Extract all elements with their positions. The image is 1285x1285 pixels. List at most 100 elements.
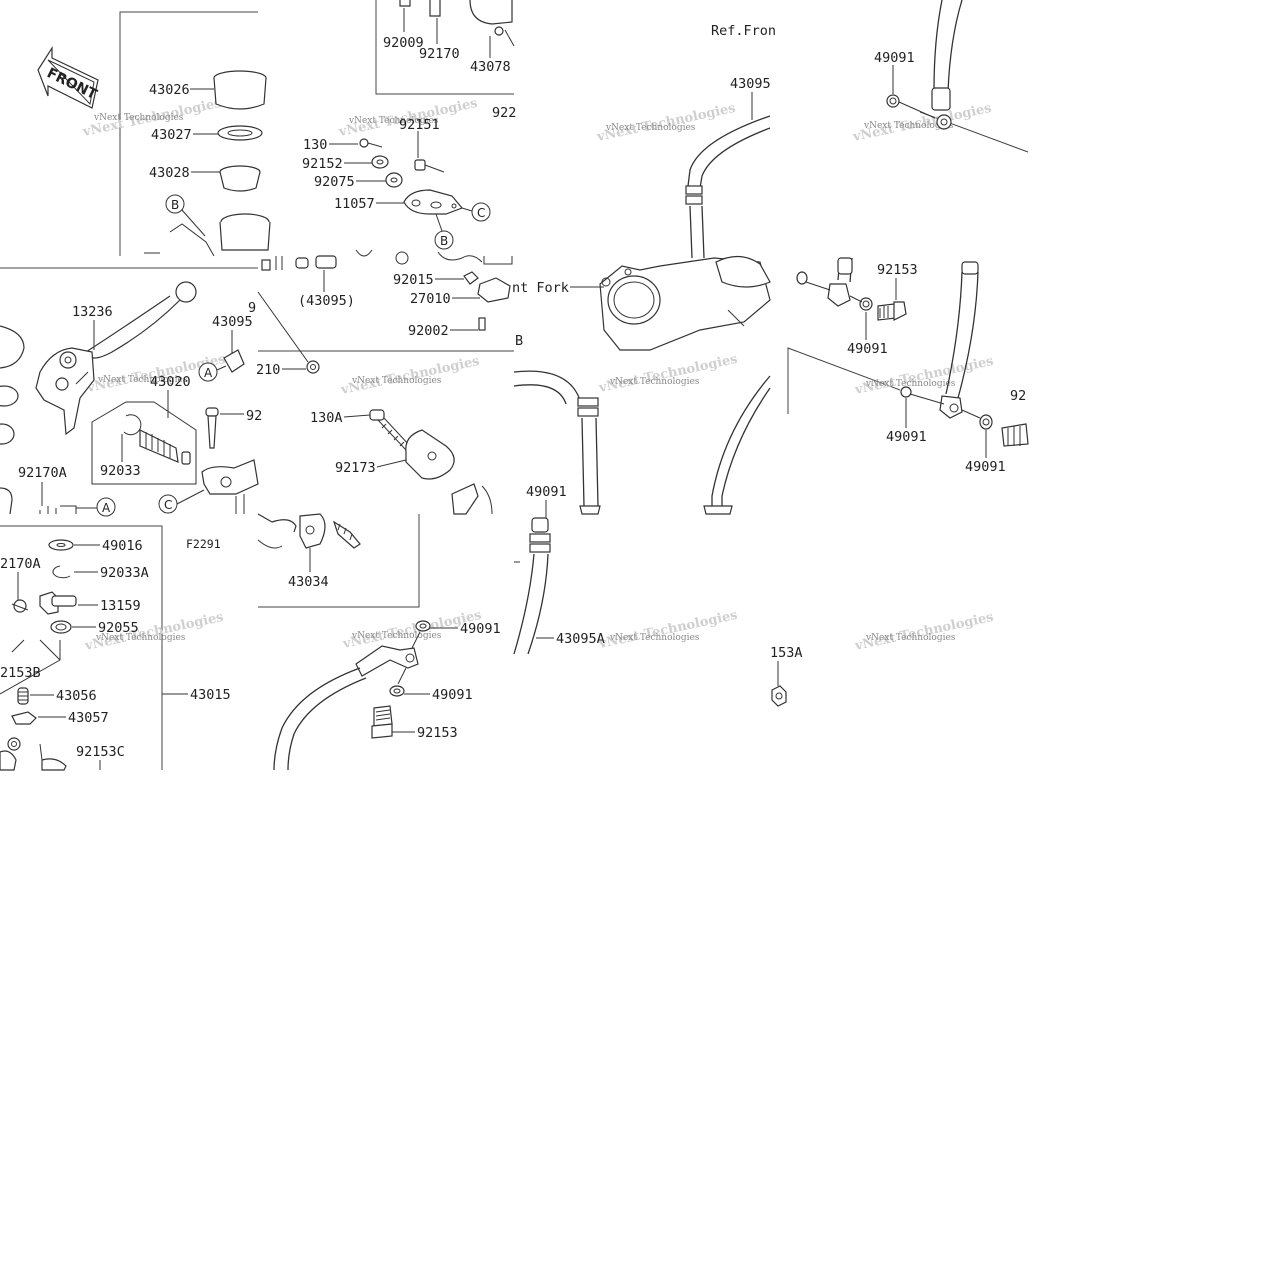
part-92-cut: 92 <box>246 408 262 424</box>
part-49091-r1: 49091 <box>847 341 888 357</box>
part-b-cut: B <box>515 333 523 349</box>
watermark: vNext Technologies <box>865 379 956 389</box>
tile5-parts: A C A <box>0 281 259 517</box>
watermarks: vNext Technologies vNext Technologies vN… <box>81 96 995 654</box>
watermark: vNext Technologies <box>95 633 186 643</box>
part-27010: 27010 <box>410 291 451 307</box>
front-badge: FRONT <box>37 45 100 109</box>
svg-text:vNext Technologies: vNext Technologies <box>597 608 739 652</box>
watermark: vNext Technologies <box>351 631 442 641</box>
part-49091-mid: 49091 <box>526 484 567 500</box>
watermark: vNext Technologies <box>609 633 700 643</box>
part-92015: 92015 <box>393 272 434 288</box>
svg-text:vNext Technologies: vNext Technologies <box>853 354 995 398</box>
part-92033: 92033 <box>100 463 141 479</box>
watermark: vNext Technologies <box>351 376 442 386</box>
part-92075: 92075 <box>314 174 355 190</box>
labels-tile9: 43034 49091 49091 92153 <box>288 548 501 741</box>
part-130: 130 <box>303 137 327 153</box>
part-13159: 13159 <box>100 598 141 614</box>
part-43056: 43056 <box>56 688 97 704</box>
watermark: vNext Technologies <box>863 121 954 131</box>
part-49091-a: 49091 <box>460 621 501 637</box>
part-92009: 92009 <box>383 35 424 51</box>
svg-text:vNext Technologies: vNext Technologies <box>597 352 739 396</box>
part-49091-r2: 49091 <box>886 429 927 445</box>
part-92153C: 92153C <box>76 744 125 760</box>
part-43027: 43027 <box>151 127 192 143</box>
ref-front-fork-mid: nt Fork <box>512 280 569 296</box>
tile8-parts <box>0 539 77 771</box>
part-210-cut: 210 <box>256 362 280 378</box>
part-43078: 43078 <box>470 59 511 75</box>
callout-b: B <box>440 234 448 248</box>
part-43095-paren: (43095) <box>298 293 355 309</box>
part-92173: 92173 <box>335 460 376 476</box>
tile10-parts <box>513 517 551 655</box>
part-49016: 49016 <box>102 538 143 554</box>
labels-tile10: 49091 43095A <box>526 484 605 647</box>
labels-tile8: F2291 49016 2170A 92033A 13159 92055 215… <box>0 537 231 770</box>
part-92033A: 92033A <box>100 565 149 581</box>
part-92-r-cut: 92 <box>1010 388 1026 404</box>
part-43057: 43057 <box>68 710 109 726</box>
labels-tile6: 9 210 130A 92173 <box>248 300 407 476</box>
part-43095A: 43095A <box>556 631 605 647</box>
tile2-parts <box>261 0 515 331</box>
tile6-parts <box>257 291 493 515</box>
part-9-cut: 9 <box>248 300 256 316</box>
callout-a: A <box>204 366 213 380</box>
watermark: vNext Technologies <box>605 123 696 133</box>
callout-a: A <box>102 501 111 515</box>
part-43020: 43020 <box>150 374 191 390</box>
part-92002: 92002 <box>408 323 449 339</box>
part-43095-left: 43095 <box>212 314 253 330</box>
tile7-parts <box>513 370 601 515</box>
part-92153-r: 92153 <box>877 262 918 278</box>
part-2153B: 2153B <box>0 665 41 681</box>
watermark: vNext Technologies <box>865 633 956 643</box>
part-11057: 11057 <box>334 196 375 212</box>
watermark: vNext Technologies <box>93 113 184 123</box>
part-92153-a: 92153 <box>417 725 458 741</box>
callout-c: C <box>164 498 172 512</box>
part-92152: 92152 <box>302 156 343 172</box>
tile9-parts <box>257 513 431 771</box>
labels-tile1: 43026 43027 43028 B <box>149 82 220 237</box>
part-92170: 92170 <box>419 46 460 62</box>
labels-tile11: 153A <box>770 645 803 686</box>
tile11-parts <box>771 685 787 707</box>
reservoir-body <box>144 213 271 257</box>
tile4-parts <box>796 0 1029 447</box>
part-92055: 92055 <box>98 620 139 636</box>
part-92170A: 92170A <box>18 465 67 481</box>
figure-code: F2291 <box>186 537 221 551</box>
svg-text:vNext Technologies: vNext Technologies <box>853 610 995 654</box>
tile3-parts <box>599 115 771 515</box>
part-43095-top: 43095 <box>730 76 771 92</box>
part-49091-r3: 49091 <box>965 459 1006 475</box>
labels-tile2: 92009 92170 43078 922 130 92151 92152 92… <box>298 8 523 349</box>
part-130A: 130A <box>310 410 343 426</box>
part-153A: 153A <box>770 645 803 661</box>
callout-b: B <box>171 198 179 212</box>
part-13236: 13236 <box>72 304 113 320</box>
labels-tile5: 13236 43095 43020 92033 92 92170A <box>18 304 262 506</box>
diaphragm-plate-43027 <box>217 125 263 141</box>
diaphragm-43028 <box>219 165 261 192</box>
labels-tile3: Ref.Fron 43095 nt Fork <box>512 23 776 296</box>
reservoir-cap-43026 <box>213 70 267 110</box>
part-49091-b: 49091 <box>432 687 473 703</box>
part-49091-tr: 49091 <box>874 50 915 66</box>
part-43026: 43026 <box>149 82 190 98</box>
callout-c: C <box>477 206 485 220</box>
part-43034: 43034 <box>288 574 329 590</box>
labels-tile4: 49091 92153 49091 49091 49091 92 <box>847 50 1026 475</box>
watermark: vNext Technologies <box>609 377 700 387</box>
part-43015: 43015 <box>190 687 231 703</box>
part-2170A: 2170A <box>0 556 41 572</box>
part-92151: 92151 <box>399 117 440 133</box>
part-922-cut: 922 <box>492 105 516 121</box>
watermark: vNext Technologies <box>348 116 439 126</box>
